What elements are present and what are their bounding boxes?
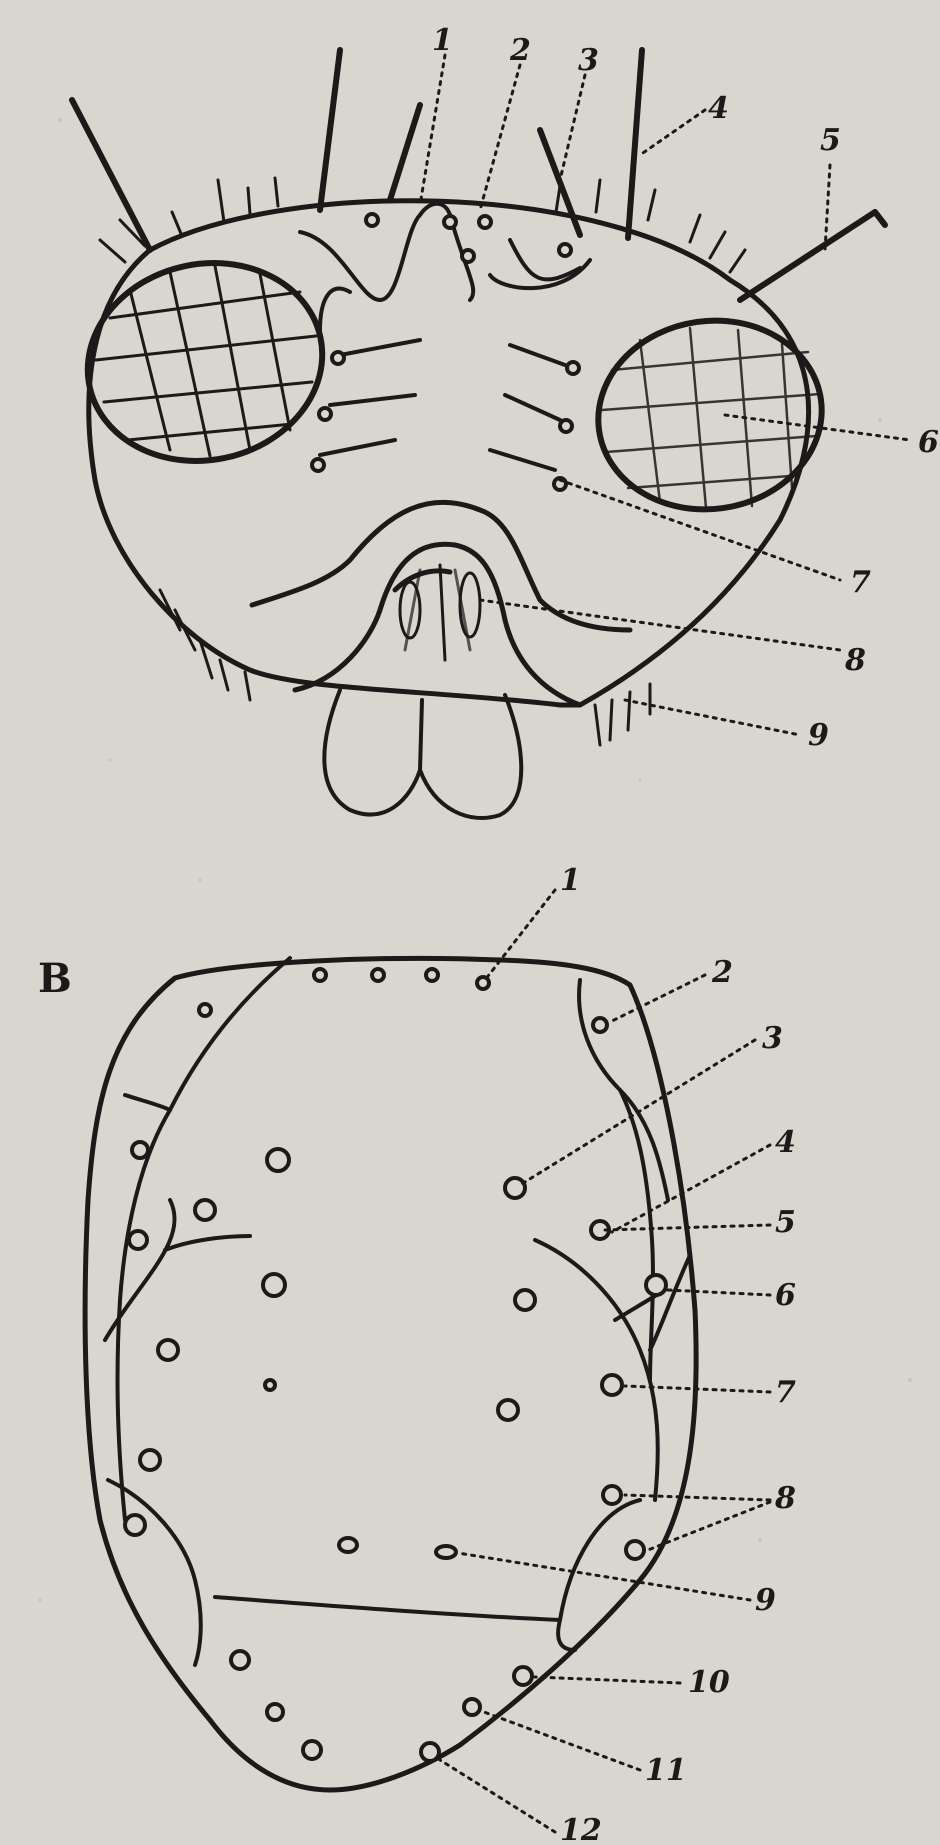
- panel-b-label-10: 10: [688, 1665, 730, 1700]
- right-compound-eye: [586, 306, 834, 523]
- panel-b-letter: B: [38, 955, 72, 1002]
- thorax-sutures: [105, 958, 690, 1665]
- panel-b-label-3: 3: [762, 1021, 783, 1056]
- panel-a-labels: 1 2 3 4 5 6 7 8 9: [432, 23, 939, 753]
- panel-b-label-9: 9: [755, 1583, 776, 1618]
- panel-b-label-5: 5: [775, 1205, 796, 1240]
- ocelli: [444, 216, 491, 262]
- panel-b-thorax: B: [38, 863, 796, 1845]
- panel-a-label-9: 9: [808, 718, 829, 753]
- cheek-hairs: [160, 590, 650, 745]
- panel-a-label-7: 7: [850, 565, 871, 600]
- panel-a-label-8: 8: [844, 643, 866, 678]
- labella: [324, 690, 521, 818]
- panel-a-label-1: 1: [432, 23, 453, 58]
- panel-b-label-7: 7: [775, 1375, 796, 1410]
- orbital-bristles: [312, 214, 579, 490]
- panel-a-label-3: 3: [578, 43, 599, 78]
- panel-b-label-6: 6: [775, 1278, 796, 1313]
- panel-b-label-1: 1: [560, 863, 581, 898]
- panel-a-label-6: 6: [918, 425, 939, 460]
- left-compound-eye: [69, 242, 341, 483]
- panel-a-label-2: 2: [509, 33, 531, 68]
- panel-a-label-5: 5: [820, 123, 841, 158]
- panel-b-label-8: 8: [774, 1481, 796, 1516]
- panel-b-labels: 1 2 3 4 5 6 7 8 9 10 11 12: [560, 863, 796, 1845]
- panel-b-label-4: 4: [775, 1125, 796, 1160]
- panel-b-label-2: 2: [711, 955, 733, 990]
- panel-b-label-12: 12: [560, 1813, 602, 1845]
- thorax-outline: [85, 958, 696, 1790]
- panel-b-label-11: 11: [645, 1753, 687, 1788]
- panel-a-fly-head: 1 2 3 4 5 6 7 8 9: [69, 23, 939, 818]
- panel-a-label-4: 4: [708, 91, 729, 126]
